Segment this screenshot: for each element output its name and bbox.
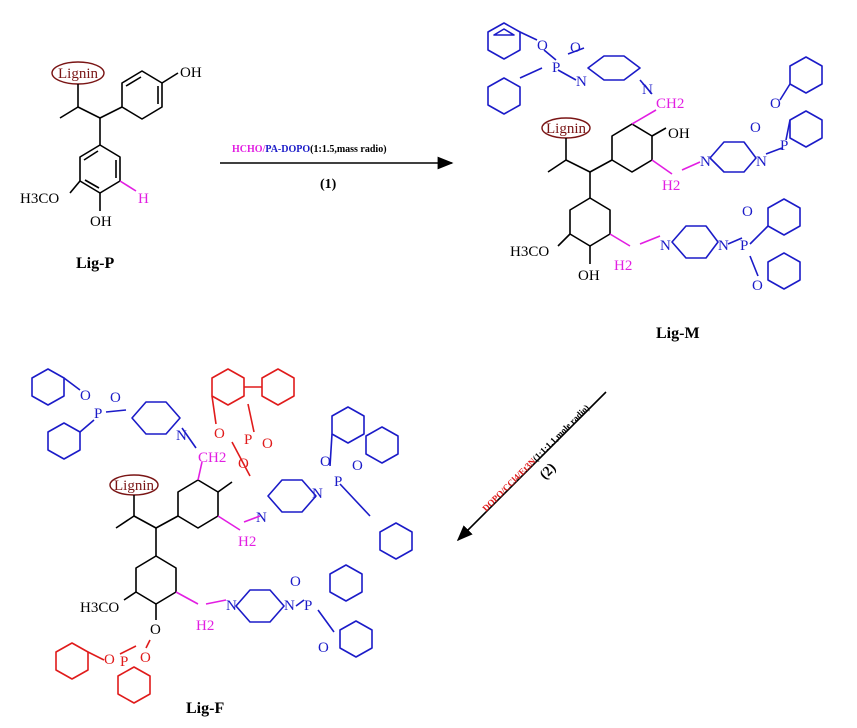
o-double-label: O (262, 436, 273, 452)
h3co-label: H3CO (20, 191, 59, 207)
p-label: P (740, 238, 748, 254)
n-label: N (660, 238, 671, 254)
o-label: O (537, 38, 548, 54)
o-label: O (214, 426, 225, 442)
step-2: DOPO/CCl4/Et3N(1:1:1.1,mole radio) (2) (456, 391, 607, 542)
oh-label: OH (668, 126, 690, 142)
h2-label: H2 (614, 258, 632, 274)
n-label: N (576, 74, 587, 90)
lignin-label: Lignin (58, 66, 98, 82)
o-double-label: O (750, 120, 761, 136)
step1-conditions: HCHO/PA-DOPO(1:1.5,mass radio) (232, 144, 387, 155)
o-label: O (238, 456, 249, 472)
n-label: N (756, 154, 767, 170)
o-label: O (352, 458, 363, 474)
o-label: O (752, 278, 763, 294)
p-label: P (94, 406, 102, 422)
p-label: P (244, 432, 252, 448)
n-label: N (718, 238, 729, 254)
n-label: N (226, 598, 237, 614)
p-label: P (334, 474, 342, 490)
o-double-label: O (320, 454, 331, 470)
o-double-label: O (742, 204, 753, 220)
step2-conditions: DOPO/CCl4/Et3N(1:1:1.1,mole radio) (480, 403, 591, 514)
n-label: N (284, 598, 295, 614)
o-label: O (770, 96, 781, 112)
ch2-label: CH2 (198, 450, 226, 466)
lig-p-structure: Lignin OH H3CO OH H Lig-P (20, 61, 202, 272)
lig-f-structure: O P O N CH2 O P O O O O P N N (31, 368, 413, 717)
n-label: N (312, 486, 323, 502)
p-label: P (304, 598, 312, 614)
o-label: O (80, 388, 91, 404)
oh-bottom-label: OH (90, 214, 112, 230)
h2-label: H2 (238, 534, 256, 550)
o-label: O (104, 652, 115, 668)
lignin-label: Lignin (114, 478, 154, 494)
h3co-label: H3CO (80, 600, 119, 616)
h2-label: H2 (196, 618, 214, 634)
step2-number: (2) (537, 460, 559, 482)
lig-p-caption: Lig-P (76, 255, 114, 272)
n-label: N (700, 154, 711, 170)
o-double-label: O (110, 390, 121, 406)
oh-bottom-label: OH (578, 268, 600, 284)
lig-m-structure: O P O N N CH2 Lignin OH H2 N N P O (487, 22, 823, 342)
n-label: N (256, 510, 267, 526)
h-label: H (138, 191, 149, 207)
o-double-label: O (570, 40, 581, 56)
n-label: N (642, 82, 653, 98)
oh-label: OH (180, 65, 202, 81)
o-double-label: O (290, 574, 301, 590)
step1-number: (1) (320, 177, 337, 192)
ch2-label: CH2 (656, 96, 684, 112)
n-label: N (176, 428, 187, 444)
p-label: P (552, 60, 560, 76)
h2-label: H2 (662, 178, 680, 194)
step-1: HCHO/PA-DOPO(1:1.5,mass radio) (1) (220, 144, 454, 192)
o-label: O (318, 640, 329, 656)
o-double-label: O (140, 650, 151, 666)
o-label: O (150, 622, 161, 638)
p-label: P (780, 138, 788, 154)
lig-f-caption: Lig-F (186, 700, 224, 717)
lignin-label: Lignin (546, 121, 586, 137)
p-label: P (120, 654, 128, 670)
lig-m-caption: Lig-M (656, 325, 700, 342)
h3co-label: H3CO (510, 244, 549, 260)
step2-arrow (456, 391, 607, 542)
